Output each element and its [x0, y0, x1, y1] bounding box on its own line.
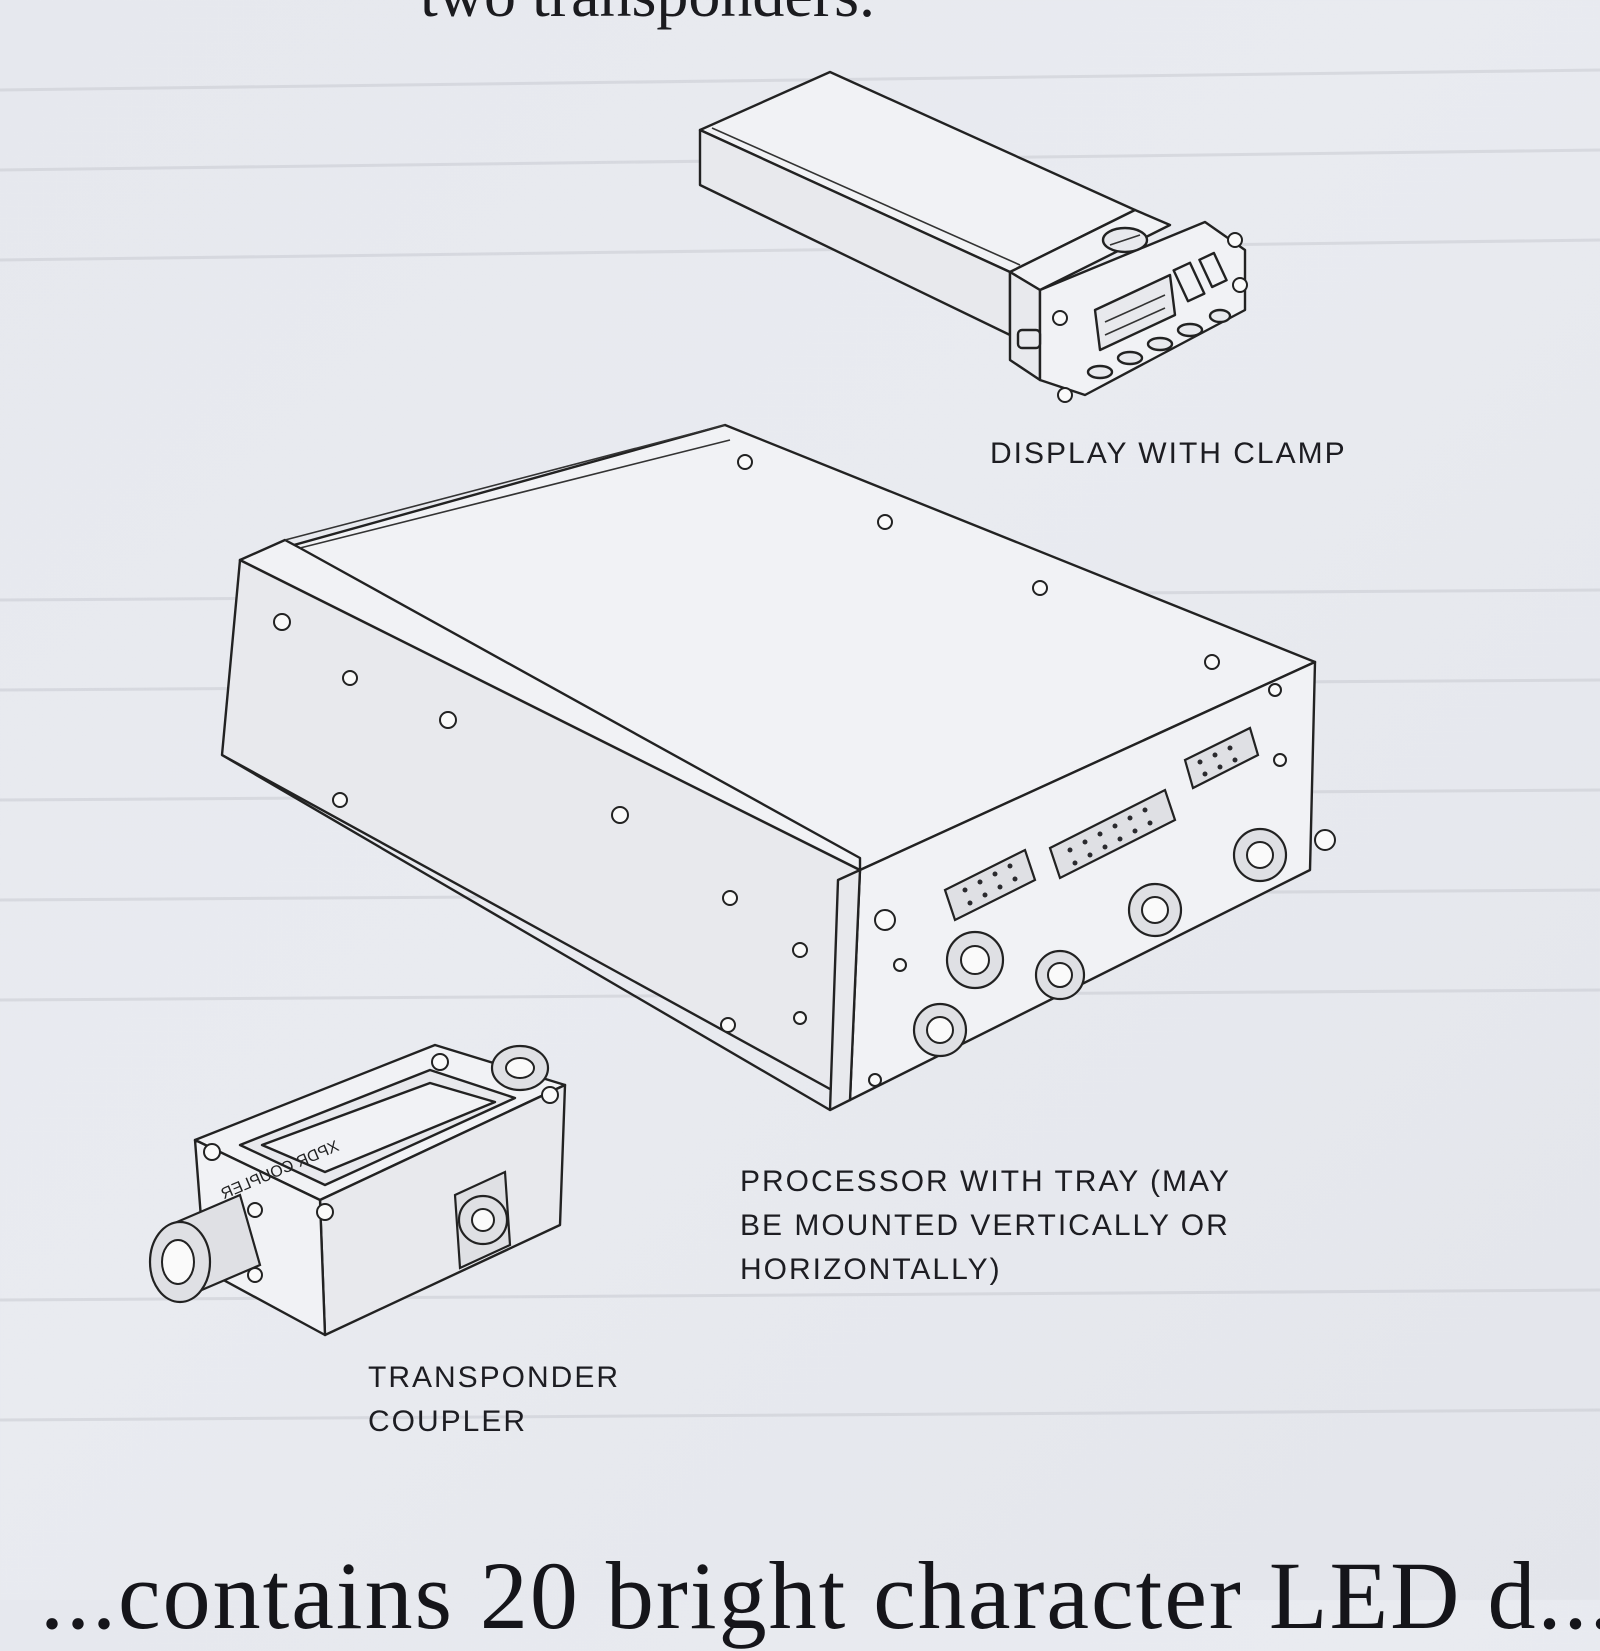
- processor-caption-line-2: BE MOUNTED VERTICALLY OR: [740, 1209, 1230, 1242]
- transponder-coupler: XPDR COUPLER: [148, 1043, 567, 1337]
- coupler-caption-line-1: TRANSPONDER: [368, 1361, 621, 1394]
- processor-caption-line-1: PROCESSOR WITH TRAY (MAY: [740, 1165, 1231, 1198]
- display-unit: [698, 70, 1248, 403]
- rf-connectors: [912, 827, 1288, 1058]
- header-text-fragment: two transponders.: [420, 0, 875, 32]
- coupler-caption-line-2: COUPLER: [368, 1405, 528, 1438]
- footer-text-fragment: ...contains 20 bright character LED d...: [40, 1542, 1600, 1649]
- connector-pins: [962, 745, 1238, 906]
- equipment-illustration: XPDR COUPLER: [0, 68, 1600, 1422]
- processor-unit: [220, 423, 1336, 1112]
- coupler-caption: TRANSPONDER COUPLER: [368, 1356, 620, 1444]
- processor-caption-line-3: HORIZONTALLY): [740, 1253, 1002, 1286]
- display-caption-text: DISPLAY WITH CLAMP: [990, 437, 1347, 470]
- display-caption: DISPLAY WITH CLAMP: [990, 432, 1347, 476]
- processor-caption: PROCESSOR WITH TRAY (MAY BE MOUNTED VERT…: [740, 1160, 1231, 1292]
